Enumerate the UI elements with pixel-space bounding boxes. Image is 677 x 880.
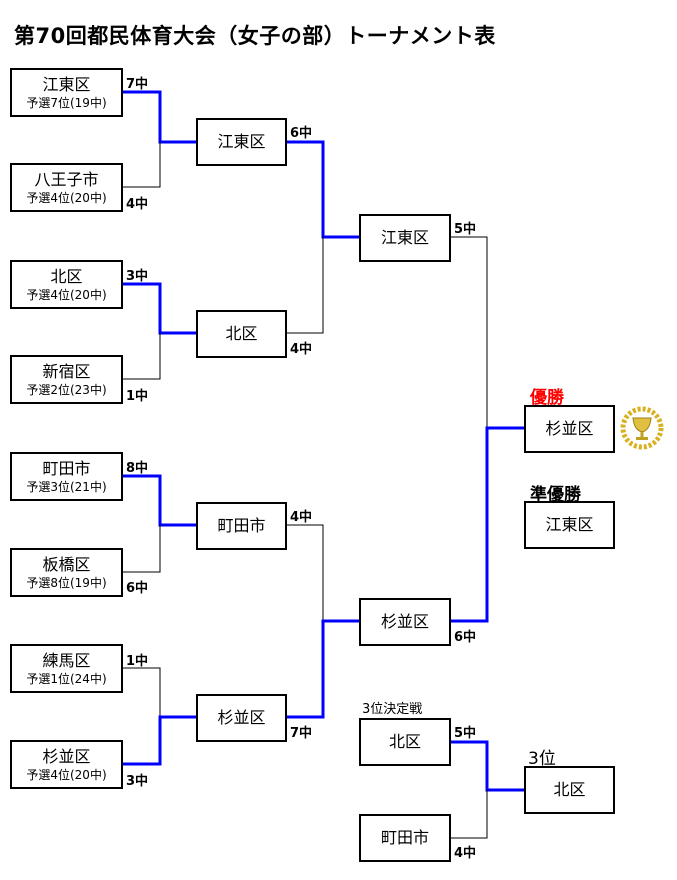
team-box: 町田市 [359,814,451,862]
team-name: 北区 [553,780,586,799]
team-seed: 予選4位(20中) [26,190,107,205]
team-name: 杉並区 [380,612,429,631]
score: 4中 [290,342,313,357]
team-seed: 予選3位(21中) [26,479,107,494]
team-box: 江東区 [359,214,451,262]
champion-box: 杉並区 [524,405,615,453]
team-name: 江東区 [217,132,266,151]
champion-label: 優勝 [530,388,564,408]
team-name: 北区 [225,324,258,343]
team-name: 八王子市 [34,169,99,189]
team-box: 北区 [196,310,287,358]
score: 4中 [290,510,313,525]
team-box: 練馬区予選1位(24中) [10,644,123,693]
team-seed: 予選7位(19中) [26,95,107,110]
team-name: 杉並区 [42,746,91,766]
page-title: 第70回都民体育大会（女子の部）トーナメント表 [14,24,496,48]
team-name: 北区 [388,732,421,751]
team-name: 江東区 [42,74,91,94]
score: 7中 [126,77,149,92]
team-seed: 予選4位(20中) [26,287,107,302]
team-name: 練馬区 [42,650,91,670]
team-box: 北区 [359,718,451,766]
score: 4中 [126,197,149,212]
third-place-box: 北区 [524,766,615,814]
score: 4中 [454,846,477,861]
team-name: 杉並区 [545,419,594,438]
trophy-icon [620,406,664,450]
team-seed: 予選8位(19中) [26,575,107,590]
team-box: 北区予選4位(20中) [10,260,123,309]
score: 6中 [454,630,477,645]
score: 7中 [290,726,313,741]
team-name: 町田市 [380,828,429,847]
score: 5中 [454,726,477,741]
team-box: 江東区予選7位(19中) [10,68,123,117]
team-box: 町田市予選3位(21中) [10,452,123,501]
team-box: 八王子市予選4位(20中) [10,163,123,212]
score: 5中 [454,222,477,237]
score: 1中 [126,654,149,669]
team-name: 北区 [50,266,83,286]
third-place-label: 3位 [528,749,556,769]
runner-up-box: 江東区 [524,501,615,549]
third-place-match-label: 3位決定戦 [362,702,423,717]
score: 3中 [126,774,149,789]
runner-up-label: 準優勝 [530,485,581,505]
team-name: 町田市 [217,516,266,535]
team-seed: 予選2位(23中) [26,382,107,397]
team-name: 江東区 [380,228,429,247]
team-box: 江東区 [196,118,287,166]
score: 6中 [290,126,313,141]
score: 6中 [126,581,149,596]
team-box: 新宿区予選2位(23中) [10,355,123,404]
score: 3中 [126,269,149,284]
team-seed: 予選4位(20中) [26,767,107,782]
team-seed: 予選1位(24中) [26,671,107,686]
team-box: 杉並区 [196,694,287,742]
team-box: 町田市 [196,502,287,550]
team-box: 杉並区 [359,598,451,646]
team-name: 板橋区 [42,554,91,574]
team-name: 町田市 [42,458,91,478]
team-box: 板橋区予選8位(19中) [10,548,123,597]
team-name: 杉並区 [217,708,266,727]
team-name: 新宿区 [42,361,91,381]
team-box: 杉並区予選4位(20中) [10,740,123,789]
team-name: 江東区 [545,515,594,534]
score: 1中 [126,389,149,404]
score: 8中 [126,461,149,476]
